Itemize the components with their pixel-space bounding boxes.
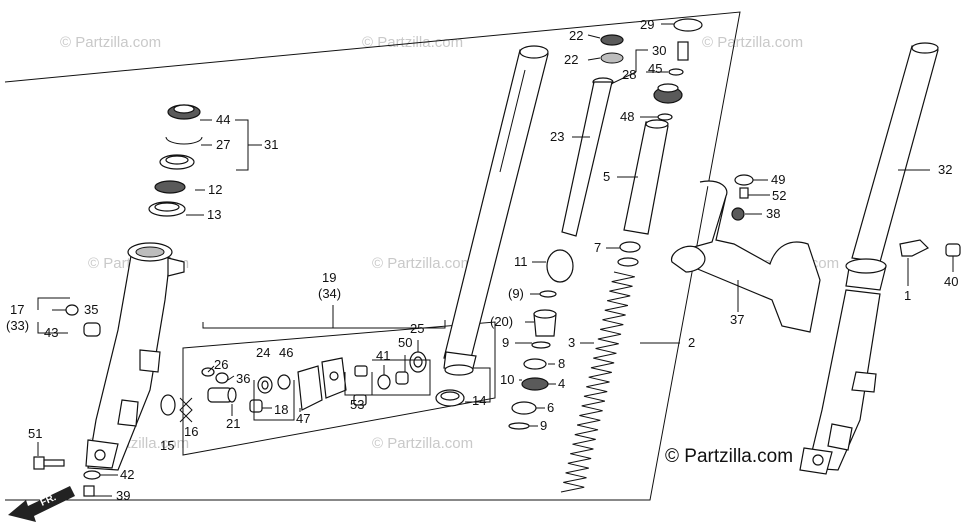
- callout-34: (34): [318, 286, 341, 301]
- callout-42: 42: [120, 467, 134, 482]
- callout-28: 28: [622, 67, 636, 82]
- callout-29: 29: [640, 17, 654, 32]
- callout-51: 51: [28, 426, 42, 441]
- callout-4: 4: [558, 376, 565, 391]
- callout-35: 35: [84, 302, 98, 317]
- callout-47: 47: [296, 411, 310, 426]
- right-fork: [799, 42, 939, 475]
- seal-stack: [148, 104, 203, 217]
- callout-30: 30: [652, 43, 666, 58]
- callout-27: 27: [216, 137, 230, 152]
- callout-17: 17: [10, 302, 24, 317]
- callout-23: 23: [550, 129, 564, 144]
- callout-50: 50: [398, 335, 412, 350]
- stem-bolts: [731, 174, 754, 221]
- callout-16: 16: [184, 424, 198, 439]
- callout-2: 2: [688, 335, 695, 350]
- callout-20: (20): [490, 314, 513, 329]
- part-43: [83, 322, 101, 337]
- part-42: [83, 470, 101, 480]
- part-51-bolt: [33, 456, 65, 470]
- watermark: © Partzilla.com: [372, 255, 473, 272]
- left-fork-slider: [85, 242, 185, 471]
- callout-12: 12: [208, 182, 222, 197]
- callout-48: 48: [620, 109, 634, 124]
- callout-19: 19: [322, 270, 336, 285]
- callout-44: 44: [216, 112, 230, 127]
- callout-11: 11: [514, 254, 528, 269]
- callout-21: 21: [226, 416, 240, 431]
- callout-46: 46: [279, 345, 293, 360]
- part-39: [83, 485, 95, 497]
- callout-52: 52: [772, 188, 786, 203]
- part-35: [65, 304, 79, 316]
- callout-15: 15: [160, 438, 174, 453]
- callout-33: (33): [6, 318, 29, 333]
- callout-7: 7: [594, 240, 601, 255]
- callout-41: 41: [376, 348, 390, 363]
- callout-53: 53: [350, 397, 364, 412]
- callout-13: 13: [207, 207, 221, 222]
- callout-22a: 22: [569, 28, 583, 43]
- callout-49: 49: [771, 172, 785, 187]
- callout-9c: 9: [540, 418, 547, 433]
- callout-32: 32: [938, 162, 952, 177]
- callout-31: 31: [264, 137, 278, 152]
- callout-25: 25: [410, 321, 424, 336]
- watermark: © Partzilla.com: [372, 435, 473, 452]
- callout-labels: 44 27 31 12 13 17 (33) 35 43 51 42 39 19…: [6, 17, 958, 503]
- callout-6: 6: [547, 400, 554, 415]
- callout-18: 18: [274, 402, 288, 417]
- callout-3: 3: [568, 335, 575, 350]
- callout-39: 39: [116, 488, 130, 503]
- callout-45: 45: [648, 61, 662, 76]
- callout-24: 24: [256, 345, 270, 360]
- callout-22b: 22: [564, 52, 578, 67]
- callout-5: 5: [603, 169, 610, 184]
- callout-1: 1: [904, 288, 911, 303]
- callout-26: 26: [214, 357, 228, 372]
- callout-9b: (9): [508, 286, 524, 301]
- callout-9a: 9: [502, 335, 509, 350]
- watermark: © Partzilla.com: [362, 34, 463, 51]
- damper-parts: [160, 351, 465, 423]
- callout-8: 8: [558, 356, 565, 371]
- callout-37: 37: [730, 312, 744, 327]
- part-1-clip: [899, 239, 930, 257]
- front-direction-arrow: FR.: [8, 486, 75, 522]
- watermark: © Partzilla.com: [60, 34, 161, 51]
- cap-and-damper-rod: [508, 18, 703, 430]
- fork-bridge: [671, 180, 821, 333]
- callout-14: 14: [472, 393, 486, 408]
- callout-43: 43: [44, 325, 58, 340]
- part-40: [945, 243, 961, 257]
- callout-40: 40: [944, 274, 958, 289]
- callout-38: 38: [766, 206, 780, 221]
- callout-10: 10: [500, 372, 514, 387]
- callout-36: 36: [236, 371, 250, 386]
- brand-watermark: © Partzilla.com: [665, 446, 793, 467]
- watermark: © Partzilla.com: [702, 34, 803, 51]
- center-fork-tube: [443, 45, 549, 376]
- fork-spring: [560, 257, 639, 493]
